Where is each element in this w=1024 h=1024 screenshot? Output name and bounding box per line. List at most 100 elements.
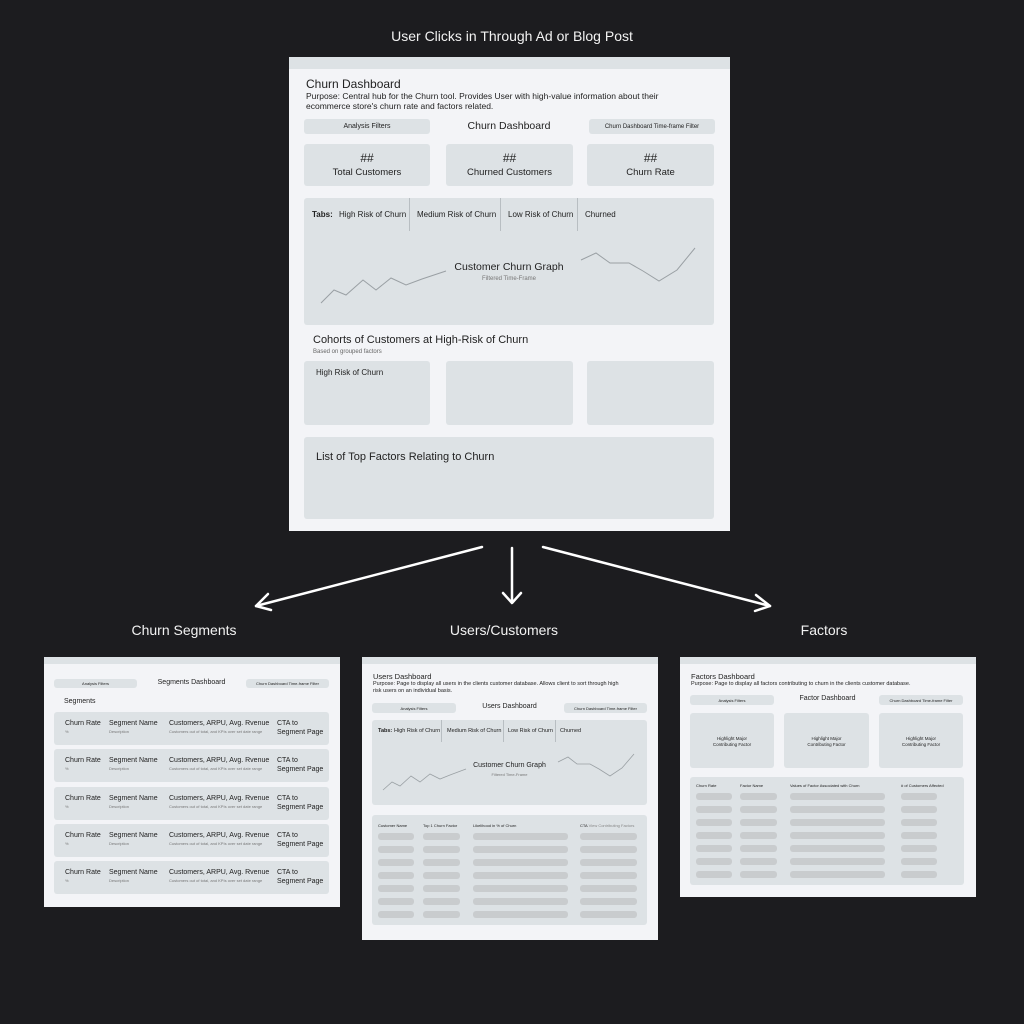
- placeholder-cell: [473, 833, 568, 840]
- segment-cta-line1[interactable]: CTA to: [277, 869, 298, 876]
- placeholder-cell: [790, 832, 885, 839]
- placeholder-cell: [378, 859, 414, 866]
- window-top-bar: [362, 657, 658, 664]
- col-cta: CTA View Contributing Factors: [580, 823, 634, 828]
- highlight-factor-card[interactable]: Highlight Major Contributing Factor: [690, 713, 774, 768]
- placeholder-cell: [473, 846, 568, 853]
- segment-name: Segment Name: [109, 757, 158, 764]
- segments-dashboard-wireframe: Analysis Filters Segments Dashboard Chur…: [44, 657, 340, 907]
- placeholder-cell: [580, 911, 637, 918]
- segment-cta-line2[interactable]: Segment Page: [277, 804, 324, 811]
- factors-purpose: Purpose: Page to display all factors con…: [691, 681, 911, 687]
- highlight-factor-card[interactable]: Highlight Major Contributing Factor: [879, 713, 963, 768]
- segment-churn-rate-unit: %: [65, 841, 69, 846]
- placeholder-cell: [378, 885, 414, 892]
- timeframe-filter-button[interactable]: Churn Dashboard Time-frame Filter: [564, 703, 647, 713]
- factors-table: Churn Rate Factor Name Values of Factor …: [690, 777, 964, 885]
- timeframe-filter-button[interactable]: Churn Dashboard Time-frame Filter: [246, 679, 329, 688]
- placeholder-cell: [423, 911, 460, 918]
- tab-churned[interactable]: Churned: [585, 210, 616, 219]
- tab-divider: [441, 720, 442, 742]
- timeframe-filter-button[interactable]: Churn Dashboard Time-frame Filter: [879, 695, 963, 705]
- segment-description: Description: [109, 804, 130, 809]
- users-title: Users Dashboard: [373, 672, 432, 681]
- segment-churn-rate: Churn Rate: [65, 869, 101, 876]
- caption-factors: Factors: [800, 622, 848, 638]
- placeholder-cell: [790, 806, 885, 813]
- analysis-filters-button[interactable]: Analysis Filters: [690, 695, 774, 705]
- tab-low-risk[interactable]: Low Risk of Churn: [508, 728, 553, 734]
- timeframe-filter-button[interactable]: Churn Dashboard Time-frame Filter: [589, 119, 715, 134]
- placeholder-cell: [901, 793, 937, 800]
- placeholder-cell: [473, 898, 568, 905]
- segment-description: Description: [109, 766, 130, 771]
- churn-trend-lines: [320, 247, 696, 304]
- highlight-line1: Highlight Major: [811, 736, 842, 741]
- col-top-churn-factor: Top 1 Churn Factor: [423, 823, 458, 828]
- users-purpose-line2: risk users on an individual basis.: [373, 688, 453, 694]
- segment-cta-line1[interactable]: CTA to: [277, 832, 298, 839]
- segment-churn-rate-unit: %: [65, 878, 69, 883]
- segment-description: Description: [109, 878, 130, 883]
- tabs-label: Tabs:: [378, 728, 393, 734]
- cohort-card[interactable]: High Risk of Churn: [304, 361, 430, 425]
- placeholder-cell: [423, 833, 460, 840]
- tab-divider: [577, 198, 578, 231]
- tab-divider: [503, 720, 504, 742]
- placeholder-cell: [740, 819, 777, 826]
- placeholder-cell: [740, 793, 777, 800]
- segment-churn-rate-unit: %: [65, 766, 69, 771]
- graph-subtitle: Filtered Time-Frame: [491, 772, 528, 777]
- tab-churned[interactable]: Churned: [560, 728, 582, 734]
- placeholder-cell: [423, 885, 460, 892]
- analysis-filters-button[interactable]: Analysis Filters: [54, 679, 137, 688]
- placeholder-cell: [901, 858, 937, 865]
- segment-cta-line2[interactable]: Segment Page: [277, 766, 324, 773]
- tab-high-risk[interactable]: High Risk of Churn: [394, 728, 441, 734]
- cohort-card[interactable]: [446, 361, 573, 425]
- segment-kpis: Customers, ARPU, Avg. Rvenue: [169, 757, 270, 764]
- placeholder-cell: [901, 832, 937, 839]
- segment-cta-line1[interactable]: CTA to: [277, 720, 298, 727]
- segment-cta-line1[interactable]: CTA to: [277, 757, 298, 764]
- churn-graph-panel: Tabs: High Risk of Churn Medium Risk of …: [304, 198, 714, 325]
- placeholder-cell: [423, 872, 460, 879]
- segment-churn-rate: Churn Rate: [65, 795, 101, 802]
- placeholder-cell: [378, 846, 414, 853]
- cohort-card[interactable]: [587, 361, 714, 425]
- tab-medium-risk[interactable]: Medium Risk of Churn: [417, 210, 497, 219]
- cohorts-subtitle: Based on grouped factors: [313, 349, 382, 355]
- highlight-factor-card[interactable]: Highlight Major Contributing Factor: [784, 713, 869, 768]
- placeholder-cell: [473, 859, 568, 866]
- placeholder-cell: [901, 819, 937, 826]
- segment-cta-line2[interactable]: Segment Page: [277, 729, 324, 736]
- placeholder-cell: [740, 858, 777, 865]
- col-churn-rate: Churn Rate: [696, 783, 717, 788]
- tab-low-risk[interactable]: Low Risk of Churn: [508, 210, 574, 219]
- graph-title: Customer Churn Graph: [473, 762, 546, 769]
- col-customers-affected: # of Customers Affected: [901, 783, 944, 788]
- analysis-filters-button[interactable]: Analysis Filters: [304, 119, 430, 134]
- factors-title: Factors Dashboard: [691, 672, 755, 681]
- graph-title: Customer Churn Graph: [454, 261, 564, 273]
- placeholder-cell: [378, 911, 414, 918]
- placeholder-cell: [580, 872, 637, 879]
- segment-cta-line2[interactable]: Segment Page: [277, 878, 324, 885]
- segment-kpis-description: Customers out of total, and KPIs over se…: [169, 878, 263, 883]
- main-title: Churn Dashboard: [306, 77, 401, 91]
- segment-cta-line1[interactable]: CTA to: [277, 795, 298, 802]
- segment-kpis-description: Customers out of total, and KPIs over se…: [169, 841, 263, 846]
- graph-subtitle: Filtered Time-Frame: [481, 276, 536, 282]
- segment-cta-line2[interactable]: Segment Page: [277, 841, 324, 848]
- tab-medium-risk[interactable]: Medium Risk of Churn: [447, 728, 502, 734]
- placeholder-cell: [790, 858, 885, 865]
- cohort-card-label: High Risk of Churn: [316, 368, 384, 377]
- analysis-filters-button[interactable]: Analysis Filters: [372, 703, 456, 713]
- tab-high-risk[interactable]: High Risk of Churn: [339, 210, 407, 219]
- placeholder-cell: [696, 858, 732, 865]
